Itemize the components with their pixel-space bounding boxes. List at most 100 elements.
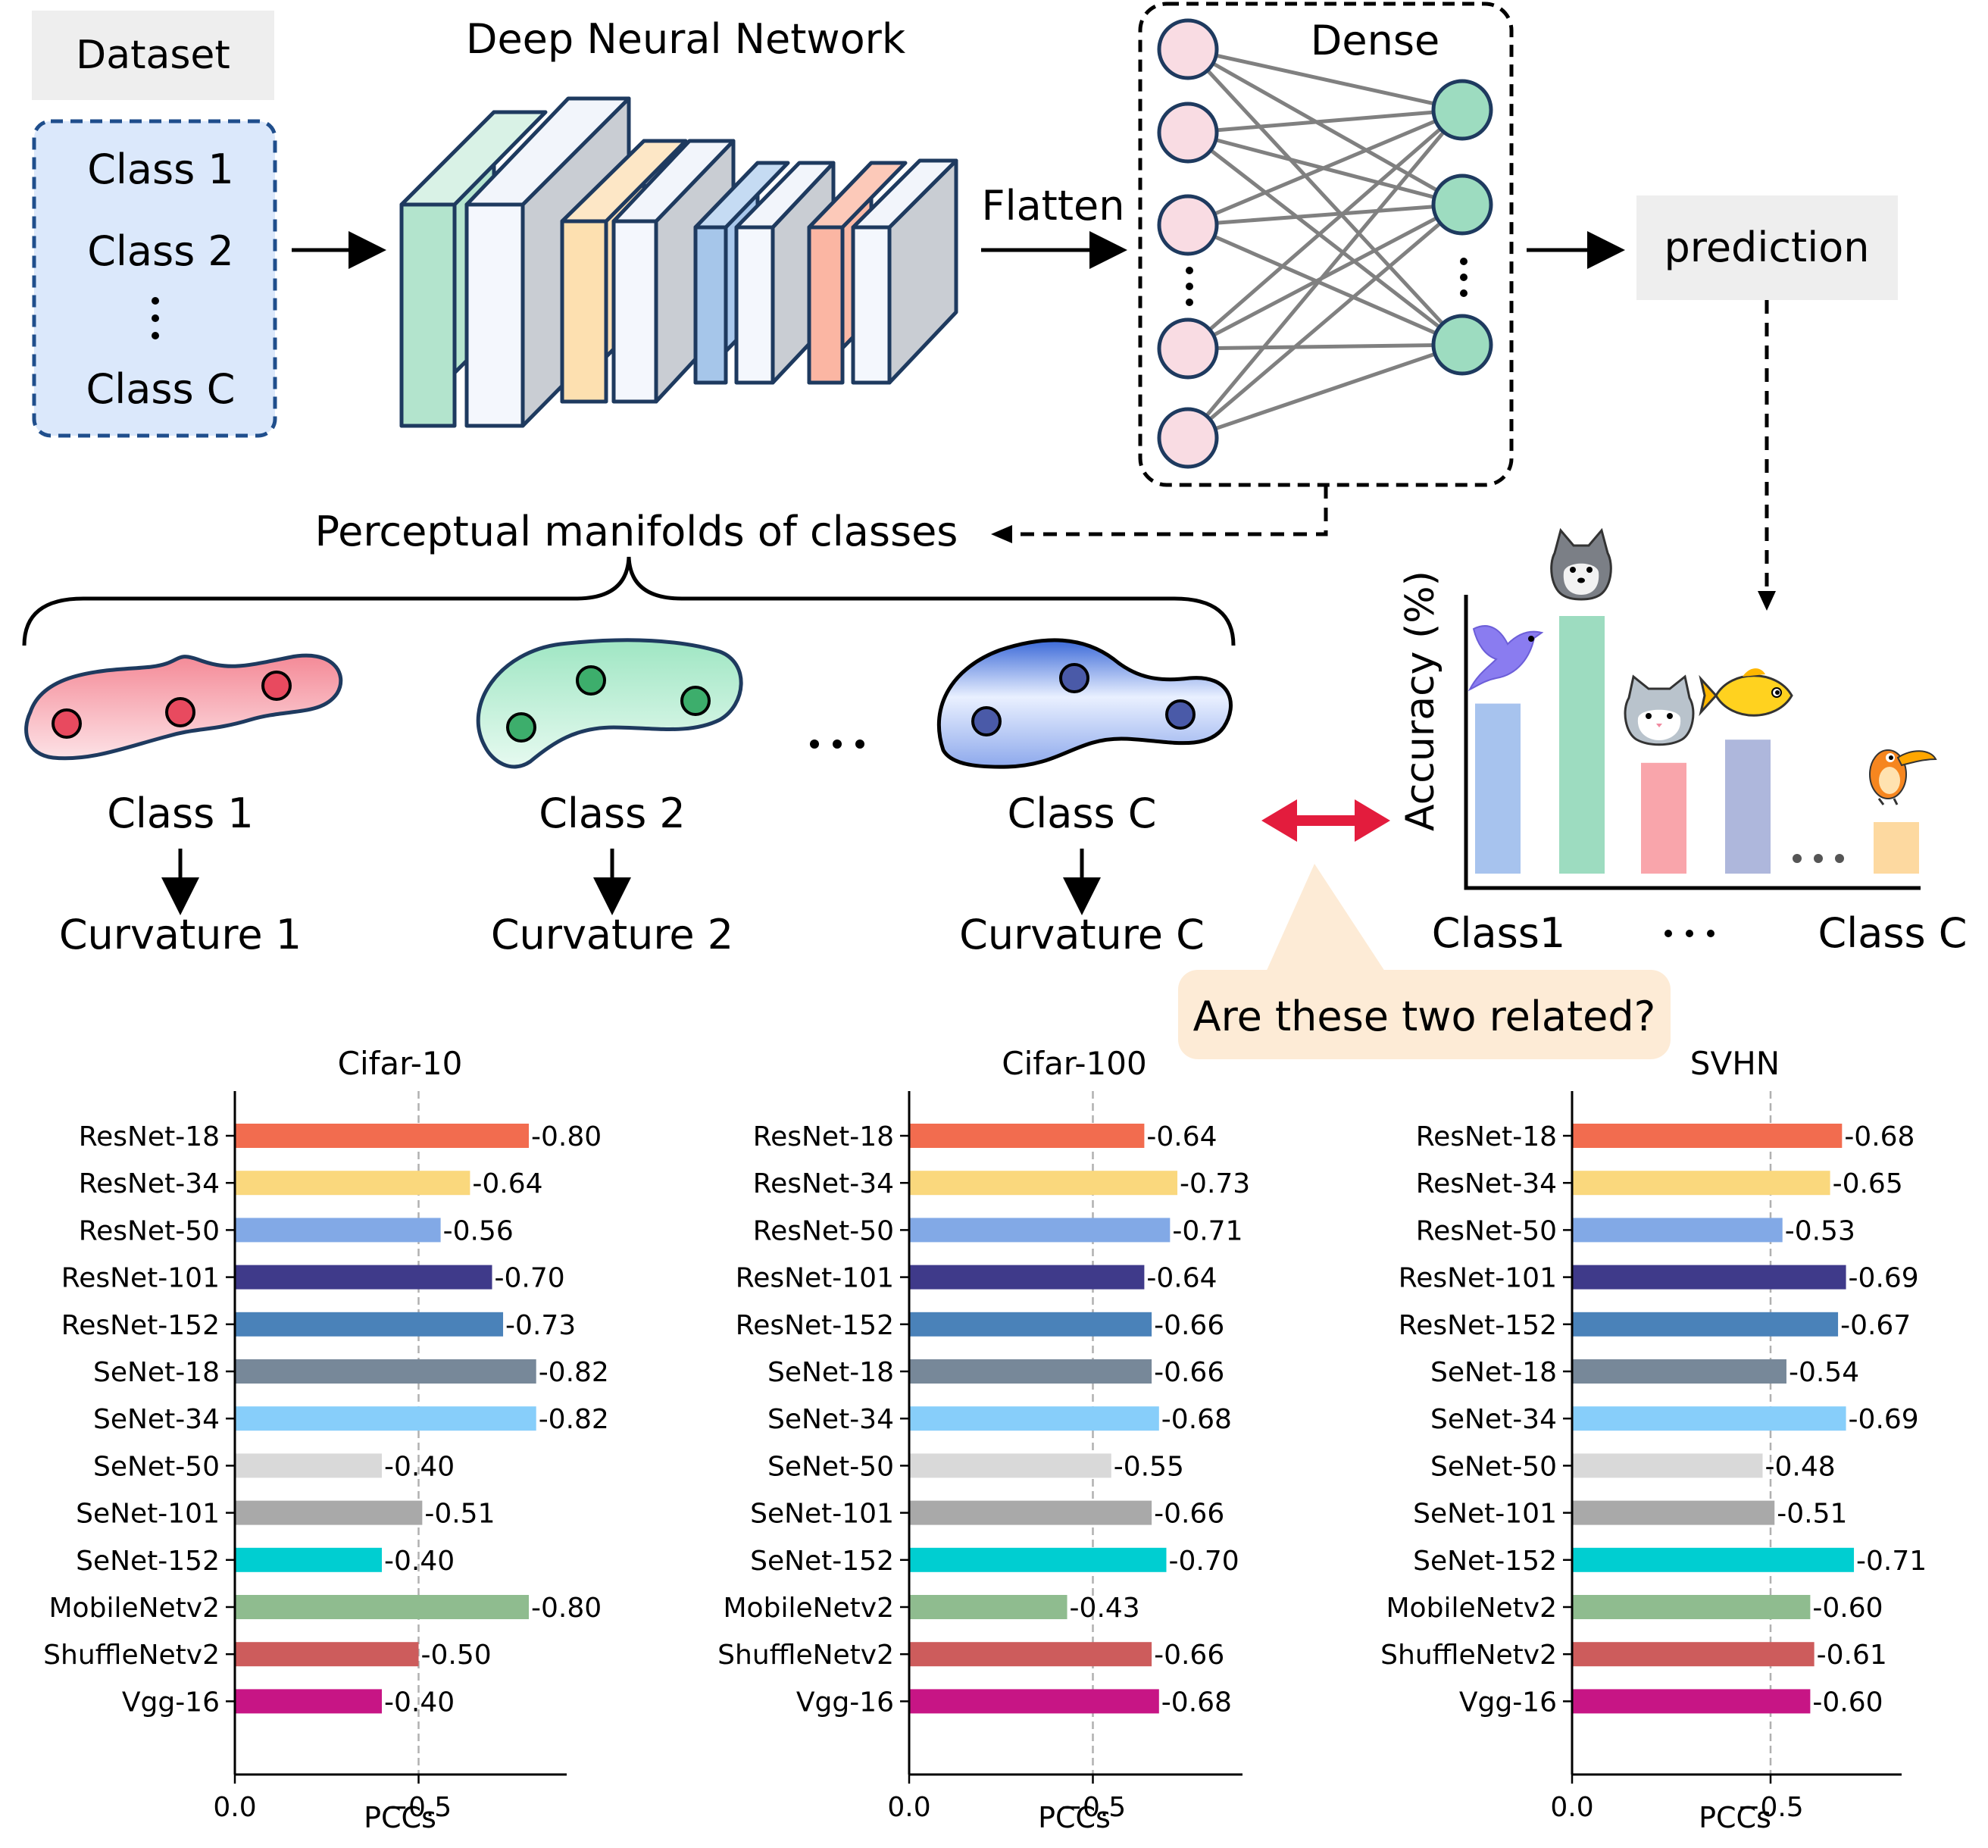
dnn-layer-orange bbox=[560, 139, 688, 404]
y-tick-label: ResNet-50 bbox=[753, 1215, 894, 1246]
x-tick-label: 0.0 bbox=[887, 1792, 930, 1823]
data-label: -0.68 bbox=[1161, 1687, 1232, 1718]
data-label: -0.64 bbox=[1146, 1121, 1217, 1152]
accuracy-x-label-last: Class C bbox=[1818, 909, 1968, 957]
data-label: -0.51 bbox=[424, 1499, 495, 1530]
y-tick-label: MobileNetv2 bbox=[1386, 1593, 1558, 1624]
manifold-class-c: Class C Curvature C bbox=[936, 638, 1233, 958]
data-label: -0.65 bbox=[1833, 1168, 1903, 1199]
bar bbox=[235, 1265, 492, 1290]
data-label: -0.68 bbox=[1161, 1404, 1232, 1435]
data-label: -0.82 bbox=[539, 1404, 609, 1435]
chart-xlabel: PCCs bbox=[1038, 1801, 1111, 1834]
bar bbox=[1572, 1265, 1846, 1290]
y-tick-label: SeNet-18 bbox=[767, 1357, 894, 1388]
pcc-chart-cifar100: Cifar-100 PCCs -0.64ResNet-18-0.73ResNet… bbox=[717, 1045, 1250, 1834]
dataset-box bbox=[32, 119, 277, 438]
data-label: -0.56 bbox=[443, 1215, 514, 1246]
bar bbox=[235, 1453, 382, 1478]
dataset-block: Dataset Class 1 Class 2 Class C bbox=[32, 11, 277, 438]
pcc-chart-cifar10: Cifar-10 PCCs -0.80ResNet-18-0.64ResNet-… bbox=[43, 1045, 609, 1834]
accuracy-bars bbox=[1475, 616, 1919, 874]
prediction-label: prediction bbox=[1664, 224, 1870, 271]
bar bbox=[909, 1595, 1067, 1619]
data-label: -0.71 bbox=[1172, 1215, 1242, 1246]
y-tick-label: SeNet-18 bbox=[93, 1357, 220, 1388]
accuracy-bar-ellipsis bbox=[1793, 854, 1844, 863]
bar bbox=[235, 1642, 419, 1667]
input-node bbox=[1157, 194, 1219, 256]
manifold-class-2: Class 2 Curvature 2 bbox=[476, 638, 743, 958]
bar bbox=[235, 1547, 382, 1572]
dnn-layers bbox=[399, 96, 958, 428]
accuracy-panel: Accuracy (%) Class1 Class C bbox=[1398, 527, 1968, 957]
manifold-shape-green bbox=[476, 638, 743, 769]
manifold-point bbox=[1165, 699, 1196, 730]
data-label: -0.66 bbox=[1154, 1499, 1224, 1530]
bar bbox=[1572, 1500, 1775, 1525]
y-tick-label: ShuffleNetv2 bbox=[1380, 1640, 1557, 1671]
accuracy-bar bbox=[1559, 616, 1605, 874]
data-label: -0.40 bbox=[384, 1687, 455, 1718]
y-tick-label: ResNet-152 bbox=[736, 1310, 894, 1341]
y-tick-label: SeNet-50 bbox=[767, 1451, 894, 1482]
y-tick-label: Vgg-16 bbox=[122, 1687, 220, 1718]
dataset-class-1: Class 1 bbox=[87, 145, 234, 193]
y-tick-label: ResNet-101 bbox=[1399, 1263, 1557, 1294]
data-label: -0.64 bbox=[1146, 1263, 1217, 1294]
x-tick-label: 0.0 bbox=[1550, 1792, 1593, 1823]
data-label: -0.67 bbox=[1840, 1310, 1911, 1341]
data-label: -0.71 bbox=[1856, 1546, 1927, 1577]
chart-xlabel: PCCs bbox=[364, 1801, 436, 1834]
manifold-point bbox=[680, 686, 711, 716]
bar bbox=[1572, 1689, 1811, 1714]
manifold-class-label: Class 2 bbox=[539, 790, 686, 837]
bar bbox=[1572, 1595, 1811, 1619]
bird-icon bbox=[1468, 625, 1544, 692]
bar bbox=[1572, 1171, 1830, 1196]
manifold-point bbox=[971, 706, 1002, 736]
accuracy-bar bbox=[1475, 703, 1521, 874]
fish-icon bbox=[1699, 668, 1793, 717]
y-tick-label: Vgg-16 bbox=[796, 1687, 894, 1718]
bar bbox=[235, 1218, 441, 1243]
data-label: -0.69 bbox=[1849, 1404, 1919, 1435]
data-label: -0.69 bbox=[1849, 1263, 1919, 1294]
bar bbox=[1572, 1406, 1846, 1431]
bar bbox=[1572, 1218, 1783, 1243]
y-tick-label: ResNet-50 bbox=[79, 1215, 220, 1246]
input-node bbox=[1157, 317, 1219, 380]
y-tick-label: SeNet-50 bbox=[93, 1451, 220, 1482]
pcc-chart-svhn: SVHN PCCs -0.68ResNet-18-0.65ResNet-34-0… bbox=[1380, 1045, 1927, 1834]
input-node bbox=[1157, 18, 1219, 80]
data-label: -0.64 bbox=[472, 1168, 542, 1199]
y-tick-label: ResNet-18 bbox=[753, 1121, 894, 1152]
y-tick-label: ShuffleNetv2 bbox=[43, 1640, 220, 1671]
dataset-header-bg bbox=[32, 11, 274, 100]
y-tick-label: SeNet-34 bbox=[767, 1404, 894, 1435]
chart-title: Cifar-100 bbox=[1002, 1045, 1146, 1082]
y-tick-label: ShuffleNetv2 bbox=[717, 1640, 894, 1671]
data-label: -0.43 bbox=[1070, 1593, 1140, 1624]
accuracy-bar bbox=[1725, 740, 1771, 874]
bar bbox=[235, 1171, 470, 1196]
output-node bbox=[1431, 314, 1493, 376]
bar bbox=[235, 1359, 536, 1384]
manifold-ellipsis bbox=[810, 740, 864, 749]
accuracy-x-label-first: Class1 bbox=[1432, 909, 1565, 957]
chart-title: SVHN bbox=[1690, 1045, 1780, 1082]
callout-pointer bbox=[1265, 864, 1386, 974]
dense-block: Dense bbox=[1138, 2, 1514, 487]
bar bbox=[909, 1453, 1111, 1478]
data-label: -0.50 bbox=[421, 1640, 492, 1671]
data-label: -0.80 bbox=[531, 1593, 602, 1624]
dashed-arrow-head-left bbox=[991, 525, 1012, 543]
manifold-class-1: Class 1 Curvature 1 bbox=[24, 653, 343, 958]
question-callout: Are these two related? bbox=[1178, 864, 1671, 1059]
chart-marks: -0.80ResNet-18-0.64ResNet-34-0.56ResNet-… bbox=[43, 1091, 609, 1823]
y-tick-label: MobileNetv2 bbox=[49, 1593, 220, 1624]
y-tick-label: SeNet-34 bbox=[1430, 1404, 1557, 1435]
manifolds-brace bbox=[22, 556, 1236, 646]
data-label: -0.60 bbox=[1812, 1687, 1883, 1718]
